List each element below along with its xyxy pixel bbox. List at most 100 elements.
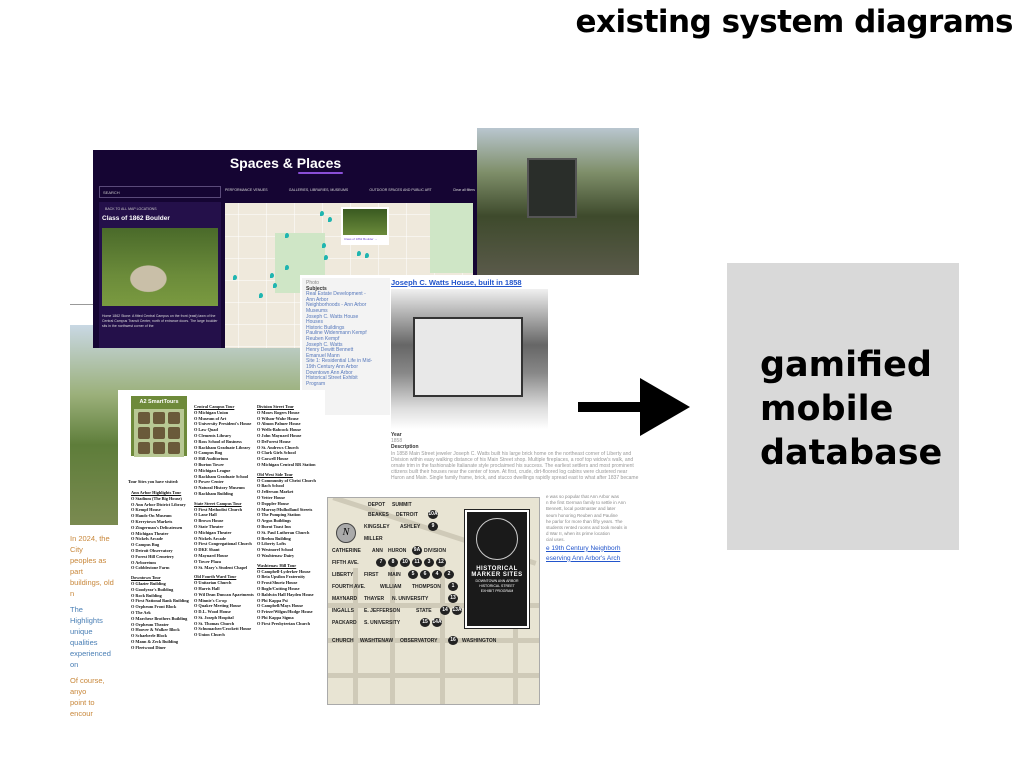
tour-site-checkbox[interactable]: Clark Girls School [257, 450, 323, 456]
subject-link[interactable]: Historic Buildings [306, 324, 345, 331]
subject-link[interactable]: Joseph C. Watts [306, 341, 343, 348]
tour-site-checkbox[interactable]: Michigan League [194, 468, 254, 474]
tour-site-checkbox[interactable]: Caswell House [257, 456, 323, 462]
tour-site-checkbox[interactable]: Doppler House [257, 501, 323, 507]
tour-site-checkbox[interactable]: University President's House [194, 421, 254, 427]
tour-site-checkbox[interactable]: Brown House [194, 518, 254, 524]
tour-site-checkbox[interactable]: St. Thomas Church [194, 621, 254, 627]
marker-number-icon[interactable]: 4 [432, 570, 442, 579]
tour-site-checkbox[interactable]: Cobblestone Farm [131, 565, 191, 571]
subject-link[interactable]: Pauline Widenmann Kempf [306, 330, 367, 337]
tour-site-checkbox[interactable]: St. Mary's Student Chapel [194, 565, 254, 571]
tour-site-checkbox[interactable]: Rackham Graduate School [194, 474, 254, 480]
tour-site-checkbox[interactable]: DeForest House [257, 439, 323, 445]
tour-site-checkbox[interactable]: Marchese Brothers Building [131, 616, 191, 622]
subject-link[interactable]: Joseph C. Watts House [306, 313, 359, 320]
tour-site-checkbox[interactable]: D.L. Wood House [194, 609, 254, 615]
tour-site-checkbox[interactable]: Wells-Babcock House [257, 427, 323, 433]
tour-site-checkbox[interactable]: Glazier Building [131, 581, 191, 587]
map-pin[interactable] [233, 275, 237, 280]
tour-site-checkbox[interactable]: Nickels Arcade [194, 536, 254, 542]
tour-site-checkbox[interactable]: Nickels Arcade [131, 536, 191, 542]
filter-outdoor[interactable]: OUTDOOR SPACES AND PUBLIC ART [369, 188, 432, 192]
tour-site-checkbox[interactable]: John Maynard House [257, 433, 323, 439]
tour-site-checkbox[interactable]: DKE Shant [194, 547, 254, 553]
tour-site-checkbox[interactable]: Phi Kappa Sigma [257, 615, 323, 621]
tour-site-checkbox[interactable]: Phi Kappa Psi [257, 598, 323, 604]
tour-site-checkbox[interactable]: Rock Building [131, 593, 191, 599]
related-link[interactable]: e 19th Century Neighborh [546, 544, 621, 552]
tour-site-checkbox[interactable]: Almon Palmer House [257, 421, 323, 427]
marker-number-icon[interactable]: 13A [452, 606, 462, 615]
tour-site-checkbox[interactable]: Vetter House [257, 495, 323, 501]
tour-site-checkbox[interactable]: Westnorel School [257, 547, 323, 553]
tour-site-checkbox[interactable]: Maynard House [194, 553, 254, 559]
tour-site-checkbox[interactable]: Union Church [194, 632, 254, 638]
tour-site-checkbox[interactable]: Orpheum Theater [131, 622, 191, 628]
tour-site-checkbox[interactable]: Beta Upsilon Fraternity [257, 574, 323, 580]
tour-site-checkbox[interactable]: Lane Hall [194, 512, 254, 518]
tour-site-checkbox[interactable]: St. Andrews Church [257, 445, 323, 451]
subject-link[interactable]: Ann Arbor [306, 296, 329, 303]
tour-site-checkbox[interactable]: Bach School [257, 483, 323, 489]
map-pin[interactable] [273, 283, 277, 288]
tour-site-checkbox[interactable]: Quaker Meeting House [194, 603, 254, 609]
subject-link[interactable]: Emanuel Mann [306, 352, 340, 359]
tour-site-checkbox[interactable]: Campbell/Mays House [257, 603, 323, 609]
map-pin[interactable] [328, 217, 332, 222]
tour-site-checkbox[interactable]: Forest Hill Cemetery [131, 554, 191, 560]
tour-site-checkbox[interactable]: Burton Tower [194, 462, 254, 468]
tour-site-checkbox[interactable]: Rackham Building [194, 491, 254, 497]
marker-number-icon[interactable]: 1 [448, 582, 458, 591]
subject-link[interactable]: Henry Dewitt Bennett [306, 347, 354, 354]
tour-site-checkbox[interactable]: Argus Buildings [257, 518, 323, 524]
tour-site-checkbox[interactable]: Wilson-Wahr House [257, 416, 323, 422]
back-link[interactable]: BACK TO ALL MAP LOCATIONS [105, 207, 157, 211]
map-pin[interactable] [365, 253, 369, 258]
marker-number-icon[interactable]: 3 [424, 558, 434, 567]
tour-site-checkbox[interactable]: First Methodist Church [194, 507, 254, 513]
tour-site-checkbox[interactable]: Kerrytown Markets [131, 519, 191, 525]
tour-site-checkbox[interactable]: Brehm Building [257, 536, 323, 542]
subject-link[interactable]: Reuben Kempf [306, 335, 340, 342]
tour-site-checkbox[interactable]: Power Center [194, 479, 254, 485]
map-pin[interactable] [320, 211, 324, 216]
tour-site-checkbox[interactable]: St. Joseph Hospital [194, 615, 254, 621]
tour-site-checkbox[interactable]: First National Bank Building [131, 598, 191, 604]
subject-link[interactable]: Historical Street Exhibit [306, 375, 358, 382]
marker-number-icon[interactable]: 10 [400, 558, 410, 567]
record-title-link[interactable]: Joseph C. Watts House, built in 1858 [391, 278, 522, 287]
tour-site-checkbox[interactable]: Campus Bug [131, 542, 191, 548]
tour-site-checkbox[interactable]: Michigan Union [194, 410, 254, 416]
marker-number-icon[interactable]: 7 [376, 558, 386, 567]
map-pin[interactable] [322, 243, 326, 248]
tour-site-checkbox[interactable]: Arboretum [131, 560, 191, 566]
tour-site-checkbox[interactable]: The Ark [131, 610, 191, 616]
tour-site-checkbox[interactable]: Orpheum Front Block [131, 604, 191, 610]
marker-number-icon[interactable]: 11 [412, 558, 422, 567]
marker-number-icon[interactable]: 8 [388, 558, 398, 567]
tour-site-checkbox[interactable]: Campus Bug [194, 450, 254, 456]
tour-site-checkbox[interactable]: Goodyear's Building [131, 587, 191, 593]
map-pin[interactable] [324, 255, 328, 260]
tour-site-checkbox[interactable]: Harris Hall [194, 586, 254, 592]
tour-site-checkbox[interactable]: Baldwin Hall Hayden House [257, 592, 323, 598]
tour-site-checkbox[interactable]: Hands-On Museum [131, 513, 191, 519]
tour-site-checkbox[interactable]: Museum of Art [194, 416, 254, 422]
tour-site-checkbox[interactable]: Mann & Zeck Building [131, 639, 191, 645]
tour-site-checkbox[interactable]: Michigan Central RR Station [257, 462, 323, 468]
popup-link[interactable]: Class of 1862 Boulder → [344, 237, 378, 241]
tour-site-checkbox[interactable]: St. Paul Lutheran Church [257, 530, 323, 536]
tour-site-checkbox[interactable]: Clements Library [194, 433, 254, 439]
map-pin[interactable] [285, 233, 289, 238]
marker-number-icon[interactable]: 14A [432, 618, 442, 627]
subject-link[interactable]: Downtown Ann Arbor [306, 369, 353, 376]
marker-number-icon[interactable]: 9A [412, 546, 422, 555]
tour-site-checkbox[interactable]: Liberty Lofts [257, 541, 323, 547]
filter-performance[interactable]: PERFORMANCE VENUES [225, 188, 268, 192]
tour-site-checkbox[interactable]: Ross School of Business [194, 439, 254, 445]
tour-site-checkbox[interactable]: State Theater [194, 524, 254, 530]
marker-number-icon[interactable]: 13 [448, 594, 458, 603]
clear-filters-link[interactable]: Clear all filters [452, 188, 475, 192]
tour-site-checkbox[interactable]: Kempf House [131, 507, 191, 513]
